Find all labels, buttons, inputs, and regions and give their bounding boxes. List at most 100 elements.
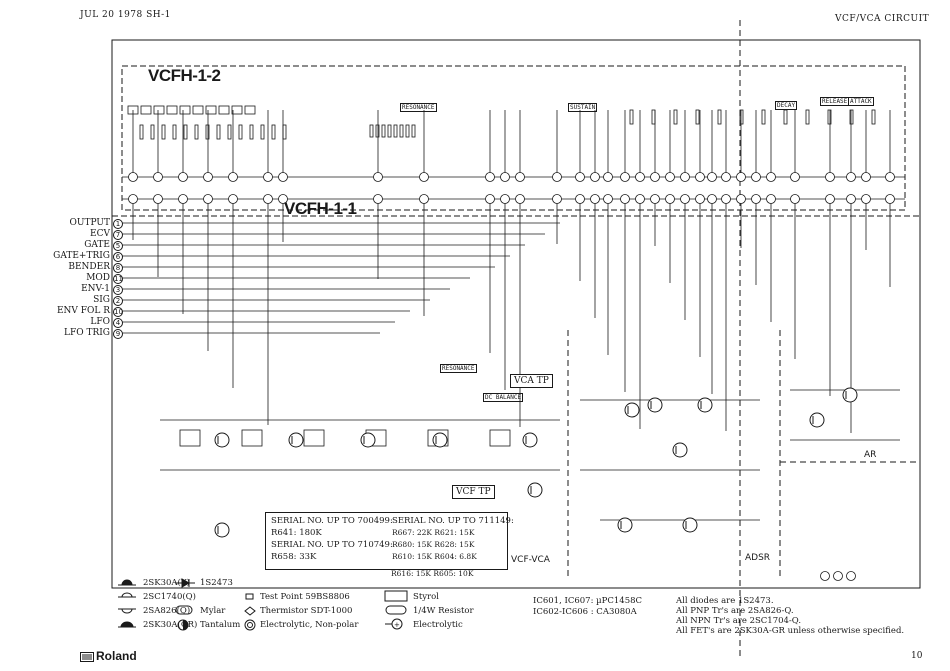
transistor-4 [214, 522, 230, 538]
tantalum-icon [177, 619, 189, 631]
upper-pin-11 [515, 172, 525, 182]
input-lfo-trig: LFO TRIG [64, 328, 110, 338]
lower-pin-24 [736, 194, 746, 204]
mid-resistor-1 [375, 124, 380, 138]
pin-sig: 2 [113, 296, 123, 306]
lower-pin-20 [680, 194, 690, 204]
lower-pin-8 [419, 194, 429, 204]
transistor-0 [214, 432, 230, 448]
pin-env-fol: 10 [113, 307, 123, 317]
transistor-2 [360, 432, 376, 448]
upper-panel-box-3 [166, 105, 178, 115]
lower-pin-10 [500, 194, 510, 204]
bottom-pin-0 [820, 571, 830, 581]
upper-pin-22 [707, 172, 717, 182]
legend-ic602: IC602-IC606 : CA3080A [533, 607, 637, 617]
svg-text:+: + [394, 621, 400, 629]
legend-ic601: IC601, IC607: µPC1458C [533, 596, 643, 606]
pin-gate: 5 [113, 241, 123, 251]
input-gate-trig: GATE+TRIG [53, 251, 110, 261]
transistor-1 [288, 432, 304, 448]
mid-resistor-0 [369, 124, 374, 138]
serial-col2-line1: R667: 22K R621: 15K [392, 528, 475, 537]
lower-pin-31 [885, 194, 895, 204]
lower-pin-2 [178, 194, 188, 204]
mid-resistor-4 [393, 124, 398, 138]
upper-resistor-12 [271, 124, 276, 140]
fet-gr-icon [118, 621, 136, 628]
input-gate: GATE [84, 240, 110, 250]
pin-ecv: 7 [113, 230, 123, 240]
serial-col2-line2: R680: 15K R628: 15K [392, 540, 475, 549]
upper-pin-14 [590, 172, 600, 182]
label-attack: ATTACK [848, 97, 874, 106]
right-resistor-10 [849, 109, 854, 125]
label-decay: DECAY [775, 101, 798, 110]
upper-resistor-10 [249, 124, 254, 140]
lower-pin-22 [707, 194, 717, 204]
lower-pin-15 [603, 194, 613, 204]
transistor-5 [527, 482, 543, 498]
upper-panel-box-9 [244, 105, 256, 115]
label-vcf-tp: VCF TP [452, 485, 495, 499]
right-resistor-1 [651, 109, 656, 125]
header-date: JUL 20 1978 SH-1 [80, 10, 171, 20]
upper-pin-26 [766, 172, 776, 182]
ladder-cell-5 [489, 429, 511, 447]
right-resistor-5 [739, 109, 744, 125]
legend-electrolytic: Electrolytic [413, 620, 463, 630]
legend-test-point: Test Point 59BS8806 [260, 592, 350, 602]
right-resistor-9 [827, 109, 832, 125]
serial-col1-line2: R641: 180K [271, 528, 322, 538]
upper-resistor-0 [139, 124, 144, 140]
lower-pin-29 [846, 194, 856, 204]
legend-mylar: Mylar [200, 606, 226, 616]
lower-pin-9 [485, 194, 495, 204]
lower-pin-0 [128, 194, 138, 204]
upper-pin-4 [228, 172, 238, 182]
right-resistor-6 [761, 109, 766, 125]
upper-resistor-2 [161, 124, 166, 140]
pin-lfo-trig: 9 [113, 329, 123, 339]
input-env-fol: ENV FOL R [56, 306, 110, 316]
legend-1s2473: 1S2473 [200, 578, 233, 588]
electrolytic-icon: + [385, 618, 403, 630]
upper-panel-box-5 [192, 105, 204, 115]
upper-pin-13 [575, 172, 585, 182]
label-release: RELEASE [820, 97, 850, 106]
transistor-7 [647, 397, 663, 413]
upper-panel-box-8 [231, 105, 243, 115]
mid-resistor-3 [387, 124, 392, 138]
lower-pin-27 [790, 194, 800, 204]
upper-resistor-6 [205, 124, 210, 140]
upper-pin-0 [128, 172, 138, 182]
lower-pin-14 [590, 194, 600, 204]
lower-pin-26 [766, 194, 776, 204]
lower-pin-4 [228, 194, 238, 204]
upper-resistor-5 [194, 124, 199, 140]
mid-resistor-2 [381, 124, 386, 138]
upper-pin-23 [721, 172, 731, 182]
pin-env1: 3 [113, 285, 123, 295]
upper-panel-box-1 [140, 105, 152, 115]
upper-resistor-8 [227, 124, 232, 140]
pin-mod: 11 [113, 274, 123, 284]
note-pnp: All PNP Tr's are 2SA826-Q. [676, 606, 794, 616]
right-resistor-7 [783, 109, 788, 125]
input-ecv: ECV [90, 229, 110, 239]
transistor-12 [617, 517, 633, 533]
upper-pin-17 [635, 172, 645, 182]
upper-pin-19 [665, 172, 675, 182]
upper-resistor-11 [260, 124, 265, 140]
upper-pin-24 [736, 172, 746, 182]
note-fet: All FET's are 2SK30A-GR unless otherwise… [676, 626, 905, 636]
lower-pin-28 [825, 194, 835, 204]
thermistor-icon [244, 606, 256, 616]
lower-pin-6 [278, 194, 288, 204]
transistor-6 [522, 432, 538, 448]
upper-pin-7 [373, 172, 383, 182]
upper-resistor-4 [183, 124, 188, 140]
lower-pin-5 [263, 194, 273, 204]
upper-pin-27 [790, 172, 800, 182]
